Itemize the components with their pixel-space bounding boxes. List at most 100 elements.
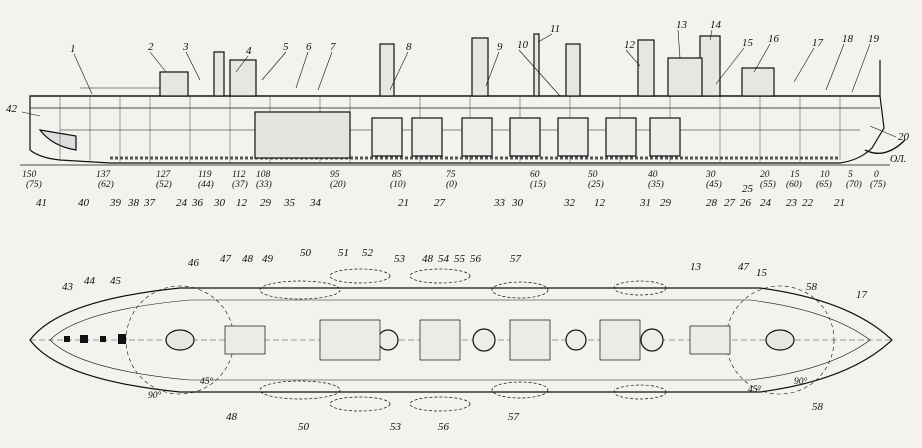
plan-fwd-turret xyxy=(765,329,795,351)
station-scale: 150(75) 137(62) 127(52) 119(44) 112(37) … xyxy=(22,154,906,190)
plan-callout-53a: 53 xyxy=(394,253,406,265)
station-85: 85(10) xyxy=(390,170,406,190)
callout-19: 19 xyxy=(868,33,880,45)
svg-text:(70): (70) xyxy=(846,179,862,190)
plan-callout-58a: 58 xyxy=(806,281,818,293)
callout-15: 15 xyxy=(742,37,754,49)
svg-text:(75): (75) xyxy=(870,179,886,190)
svg-text:(44): (44) xyxy=(198,179,214,190)
callout-14: 14 xyxy=(710,19,722,31)
callout-12: 12 xyxy=(624,39,636,51)
svg-text:127: 127 xyxy=(156,170,172,180)
callout-8: 8 xyxy=(406,41,412,53)
plan-angle-aft-45: 45° xyxy=(200,376,214,387)
station-95: 95(20) xyxy=(330,170,346,190)
svg-text:(15): (15) xyxy=(530,179,546,190)
svg-text:15: 15 xyxy=(790,170,800,180)
station-0: 0(75) xyxy=(870,170,886,190)
callout-24a: 24 xyxy=(176,197,188,209)
plan-callout-44: 44 xyxy=(84,275,96,287)
station-127: 127(52) xyxy=(156,170,172,190)
svg-text:137: 137 xyxy=(96,170,112,180)
side-frames xyxy=(59,96,841,163)
plan-callout-56b: 56 xyxy=(438,421,450,433)
svg-text:(52): (52) xyxy=(156,179,172,190)
callout-41: 41 xyxy=(36,197,47,209)
callout-9: 9 xyxy=(497,41,503,53)
svg-text:60: 60 xyxy=(530,170,540,180)
svg-text:119: 119 xyxy=(198,170,212,180)
callout-13: 13 xyxy=(676,19,688,31)
callout-11: 11 xyxy=(550,23,560,35)
svg-text:(20): (20) xyxy=(330,179,346,190)
side-hull-outline xyxy=(29,95,885,164)
callout-23: 23 xyxy=(786,197,798,209)
plan-deckhouses xyxy=(224,319,731,361)
side-fwd-gun xyxy=(741,67,775,97)
svg-text:30: 30 xyxy=(705,170,716,180)
waterline-label: ОЛ. xyxy=(890,154,906,165)
svg-text:(60): (60) xyxy=(786,179,802,190)
station-50: 50(25) xyxy=(588,170,604,190)
plan-callout-56a: 56 xyxy=(470,253,482,265)
callout-28: 28 xyxy=(706,197,718,209)
plan-callout-50a: 50 xyxy=(300,247,312,259)
callout-30a: 30 xyxy=(213,197,226,209)
plan-callout-51: 51 xyxy=(338,247,349,259)
plan-callout-48c: 48 xyxy=(226,411,238,423)
svg-text:(10): (10) xyxy=(390,179,406,190)
callout-39: 39 xyxy=(109,197,122,209)
plan-callout-55: 55 xyxy=(454,253,466,265)
callout-27b: 27 xyxy=(724,197,736,209)
callout-12b: 12 xyxy=(594,197,606,209)
callout-7: 7 xyxy=(330,41,336,53)
station-15: 15(60) xyxy=(786,170,802,190)
callout-16: 16 xyxy=(768,33,780,45)
svg-text:50: 50 xyxy=(588,170,598,180)
callout-38: 38 xyxy=(127,197,140,209)
plan-callout-53b: 53 xyxy=(390,421,402,433)
station-30: 30(45) xyxy=(705,170,722,190)
callout-1: 1 xyxy=(70,43,76,55)
plan-callout-43: 43 xyxy=(62,281,74,293)
callout-25: 25 xyxy=(742,183,754,195)
plan-view xyxy=(29,268,893,412)
svg-text:10: 10 xyxy=(820,170,830,180)
callout-2: 2 xyxy=(148,41,154,53)
plan-callout-13: 13 xyxy=(690,261,702,273)
callout-6: 6 xyxy=(306,41,312,53)
plan-callout-54: 54 xyxy=(438,253,450,265)
plan-angle-fwd-45: 45° xyxy=(748,384,762,395)
callout-31: 31 xyxy=(639,197,651,209)
svg-text:(65): (65) xyxy=(816,179,832,190)
svg-text:(45): (45) xyxy=(706,179,722,190)
plan-callout-48b: 48 xyxy=(422,253,434,265)
station-60: 60(15) xyxy=(530,170,546,190)
callout-42: 42 xyxy=(6,103,18,115)
plan-callout-57a: 57 xyxy=(510,253,522,265)
station-119: 119(44) xyxy=(198,170,214,190)
station-40: 40(35) xyxy=(648,170,664,190)
callout-17: 17 xyxy=(812,37,824,49)
side-aft-magazine xyxy=(254,111,351,159)
plan-funnels xyxy=(377,328,664,352)
station-150: 150(75) xyxy=(22,170,42,190)
callout-12a: 12 xyxy=(236,197,248,209)
callout-5: 5 xyxy=(283,41,289,53)
plan-callout-57b: 57 xyxy=(508,411,520,423)
plan-angle-fwd-90: 90° xyxy=(794,376,808,387)
callout-26: 26 xyxy=(740,197,752,209)
svg-text:5: 5 xyxy=(848,170,853,180)
plan-aft-turret xyxy=(165,329,195,351)
callout-34: 34 xyxy=(309,197,322,209)
callout-20: 20 xyxy=(898,131,910,143)
callout-21b: 21 xyxy=(834,197,845,209)
funnel-3 xyxy=(565,43,581,97)
station-5: 5(70) xyxy=(846,170,862,190)
callout-32: 32 xyxy=(563,197,576,209)
side-boilers xyxy=(371,117,681,157)
plan-hull-outline xyxy=(29,287,893,393)
plan-callout-47a: 47 xyxy=(220,253,232,265)
